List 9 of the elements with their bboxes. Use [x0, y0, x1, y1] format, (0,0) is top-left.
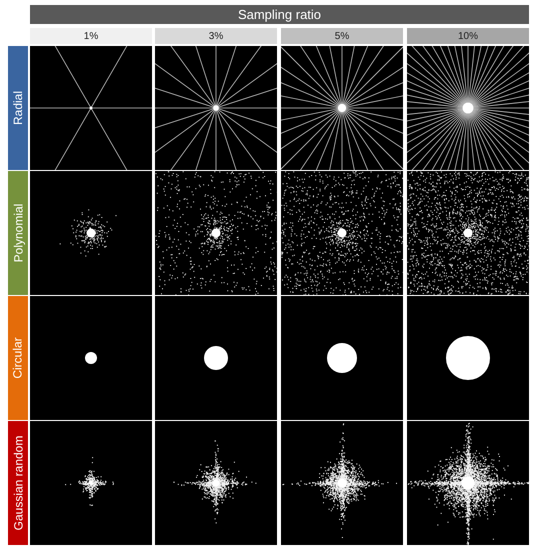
row-header: Circular [8, 296, 28, 420]
row-header: Gaussian random [8, 421, 28, 545]
column-header: 10% [407, 28, 529, 44]
column-header: 1% [30, 28, 152, 44]
row-header: Polynomial [8, 171, 28, 295]
column-header: 5% [281, 28, 403, 44]
row-header: Radial [8, 46, 28, 170]
column-header: 3% [155, 28, 277, 44]
header-band: Sampling ratio [30, 5, 529, 24]
